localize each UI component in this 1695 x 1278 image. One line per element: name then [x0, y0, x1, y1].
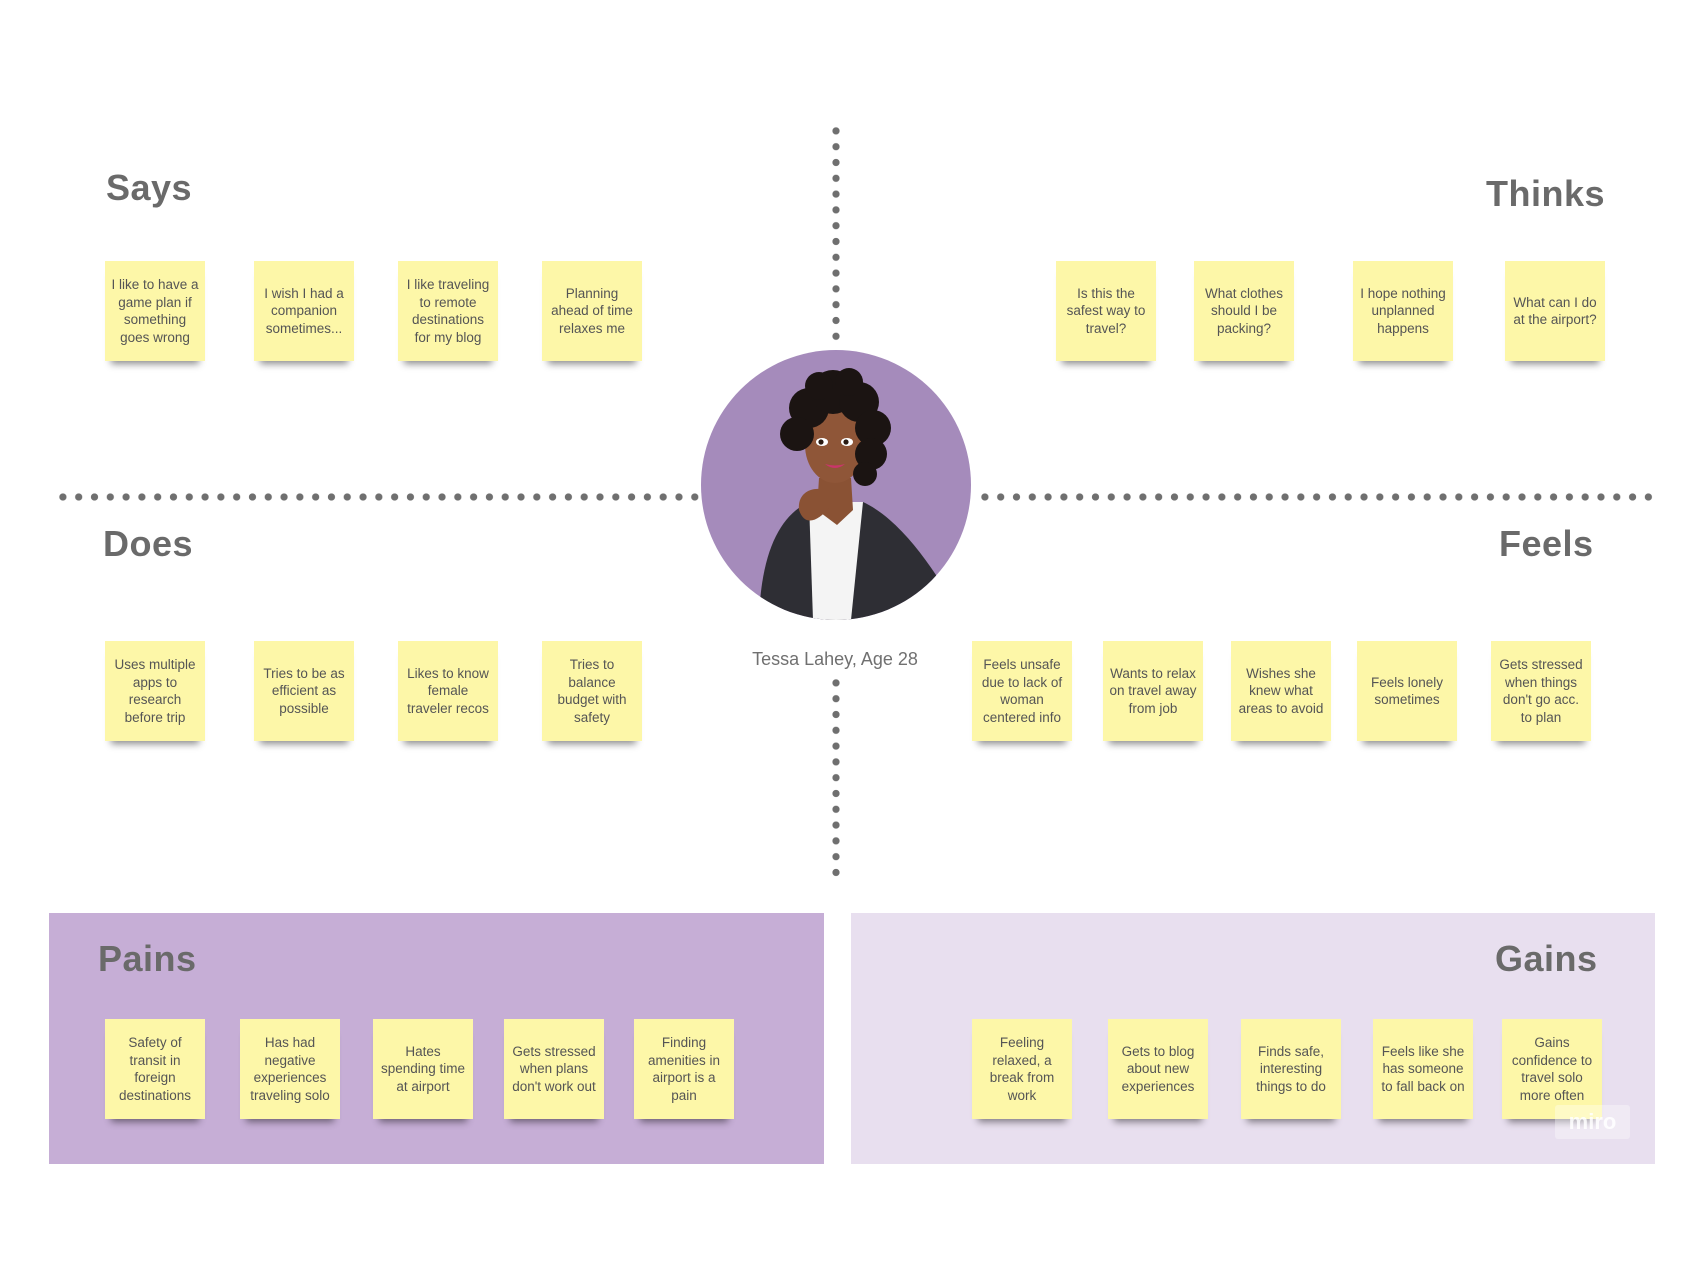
divider-right [977, 492, 1655, 502]
sticky-note-thinks-2[interactable]: What clothes should I be packing? [1194, 261, 1294, 361]
persona-illustration [759, 368, 941, 620]
does-title: Does [103, 523, 194, 564]
sticky-note-says-2[interactable]: I wish I had a companion sometimes... [254, 261, 354, 361]
pains-title: Pains [98, 938, 197, 979]
sticky-note-feels-4[interactable]: Feels lonely sometimes [1357, 641, 1457, 741]
sticky-note-feels-2[interactable]: Wants to relax on travel away from job [1103, 641, 1203, 741]
gains-title: Gains [1495, 938, 1598, 979]
sticky-note-does-4[interactable]: Tries to balance budget with safety [542, 641, 642, 741]
feels-title: Feels [1499, 523, 1594, 564]
sticky-note-gains-1[interactable]: Feeling relaxed, a break from work [972, 1019, 1072, 1119]
sticky-note-thinks-1[interactable]: Is this the safest way to travel? [1056, 261, 1156, 361]
sticky-note-does-2[interactable]: Tries to be as efficient as possible [254, 641, 354, 741]
miro-watermark: miro [1555, 1105, 1630, 1139]
sticky-note-feels-1[interactable]: Feels unsafe due to lack of woman center… [972, 641, 1072, 741]
sticky-note-pains-5[interactable]: Finding amenities in airport is a pain [634, 1019, 734, 1119]
sticky-note-pains-1[interactable]: Safety of transit in foreign destination… [105, 1019, 205, 1119]
sticky-note-says-4[interactable]: Planning ahead of time relaxes me [542, 261, 642, 361]
sticky-note-says-1[interactable]: I like to have a game plan if something … [105, 261, 205, 361]
says-title: Says [106, 167, 193, 208]
sticky-note-gains-3[interactable]: Finds safe, interesting things to do [1241, 1019, 1341, 1119]
divider-left [55, 492, 705, 502]
sticky-note-pains-2[interactable]: Has had negative experiences traveling s… [240, 1019, 340, 1119]
sticky-note-thinks-3[interactable]: I hope nothing unplanned happens [1353, 261, 1453, 361]
sticky-note-pains-4[interactable]: Gets stressed when plans don't work out [504, 1019, 604, 1119]
divider-top [831, 123, 841, 345]
thinks-title: Thinks [1486, 173, 1606, 214]
sticky-note-pains-3[interactable]: Hates spending time at airport [373, 1019, 473, 1119]
sticky-note-feels-3[interactable]: Wishes she knew what areas to avoid [1231, 641, 1331, 741]
sticky-note-does-3[interactable]: Likes to know female traveler recos [398, 641, 498, 741]
persona-avatar [701, 350, 971, 620]
sticky-note-thinks-4[interactable]: What can I do at the airport? [1505, 261, 1605, 361]
sticky-note-gains-2[interactable]: Gets to blog about new experiences [1108, 1019, 1208, 1119]
sticky-note-gains-5[interactable]: Gains confidence to travel solo more oft… [1502, 1019, 1602, 1119]
sticky-note-feels-5[interactable]: Gets stressed when things don't go acc. … [1491, 641, 1591, 741]
sticky-note-gains-4[interactable]: Feels like she has someone to fall back … [1373, 1019, 1473, 1119]
divider-bottom [831, 675, 841, 882]
persona-caption: Tessa Lahey, Age 28 [752, 649, 918, 669]
sticky-note-says-3[interactable]: I like traveling to remote destinations … [398, 261, 498, 361]
sticky-note-does-1[interactable]: Uses multiple apps to research before tr… [105, 641, 205, 741]
